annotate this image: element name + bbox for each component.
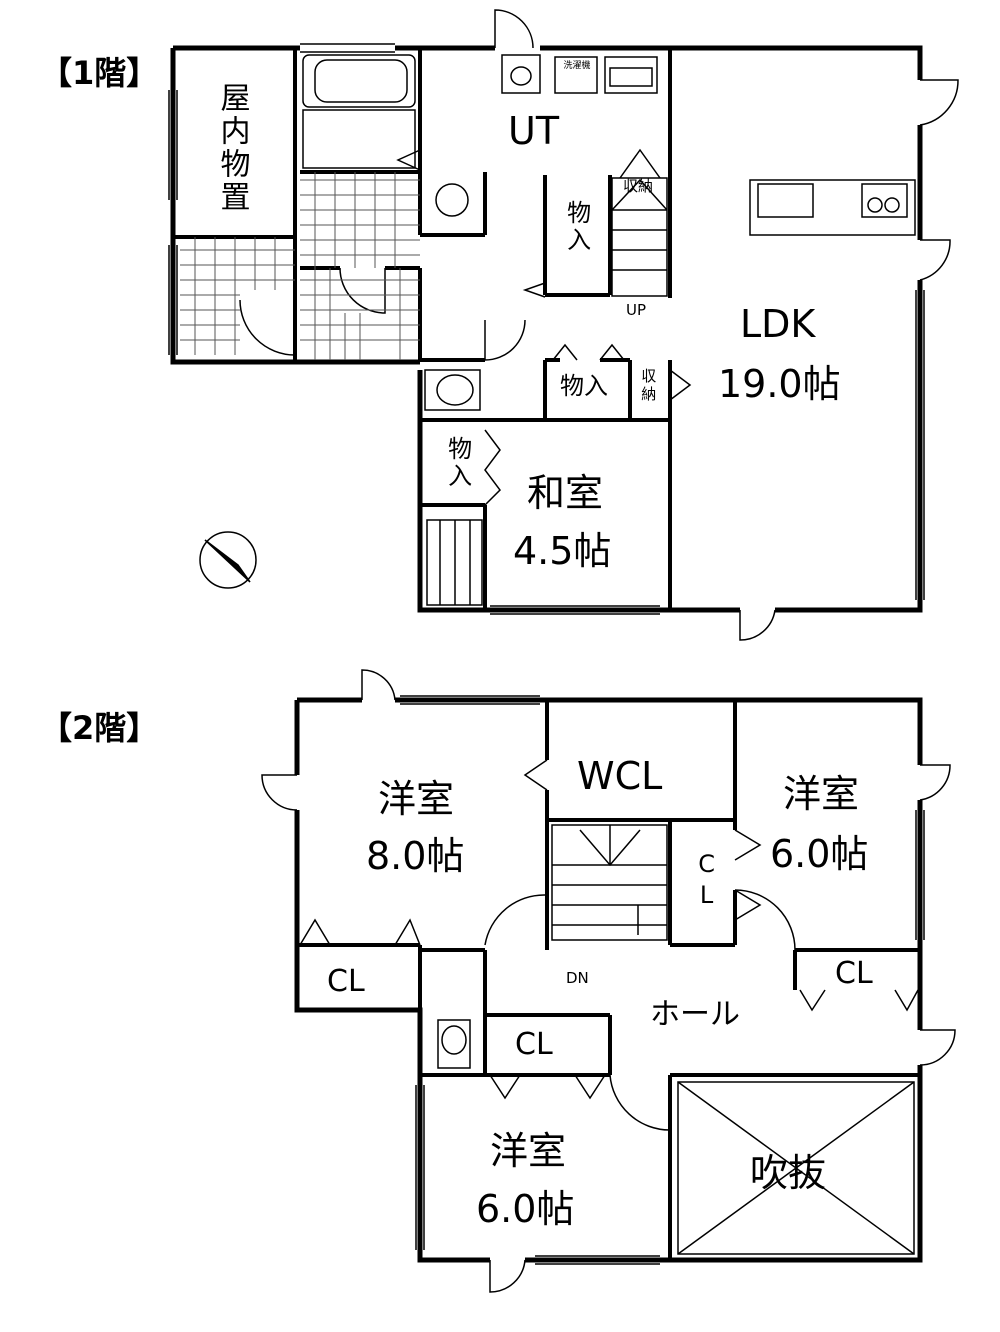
floor2-title: 【2階】 [40,709,159,747]
floor1-doors [239,9,959,641]
floor1-tiles [180,172,420,360]
floor2-doors [261,669,956,1293]
cl-center-label: CL [515,1027,553,1062]
storage-a-label: 収納 [623,177,654,195]
western2-name-label: 洋室 [783,772,860,816]
cl-vertical-label: CL [692,850,721,912]
storage-indoor-label: 屋内物置 [214,82,250,214]
closet-a-label: 物入 [562,200,591,254]
floor2-windows [400,695,925,1265]
ut-label: UT [508,109,560,153]
void-label: 吹抜 [750,1151,827,1195]
ldk-name-label: LDK [740,302,816,346]
up-label: UP [626,301,647,319]
floor2-interior-walls [297,700,920,1260]
hall-label: ホール [650,997,740,1032]
closet-b-label: 物入 [560,372,608,400]
compass-icon [199,531,257,589]
void-cross [677,1081,915,1255]
cl-left-label: CL [327,964,365,999]
floor1-windows [168,43,925,615]
washitsu-size-label: 4.5帖 [513,529,612,573]
western3-name-label: 洋室 [490,1129,567,1173]
floor1-stairs [426,177,668,606]
floor2-fixtures [437,1019,471,1069]
wcl-label: WCL [577,754,663,798]
western1-name-label: 洋室 [378,777,455,821]
dn-label: DN [566,969,589,987]
washitsu-name-label: 和室 [527,471,604,515]
washer-label: 洗濯機 [563,61,591,71]
floor1-interior-walls [173,48,672,610]
floor2-stairs [551,824,668,941]
closet-c-label: 物入 [443,436,472,490]
ldk-size-label: 19.0帖 [718,362,841,406]
cl-right-label: CL [835,956,873,991]
western2-size-label: 6.0帖 [770,832,869,876]
floor1-title: 【1階】 [40,54,159,92]
western3-size-label: 6.0帖 [476,1187,575,1231]
floor1-fixtures [302,54,916,411]
storage-b-label: 収納 [639,368,658,404]
western1-size-label: 8.0帖 [366,834,465,878]
